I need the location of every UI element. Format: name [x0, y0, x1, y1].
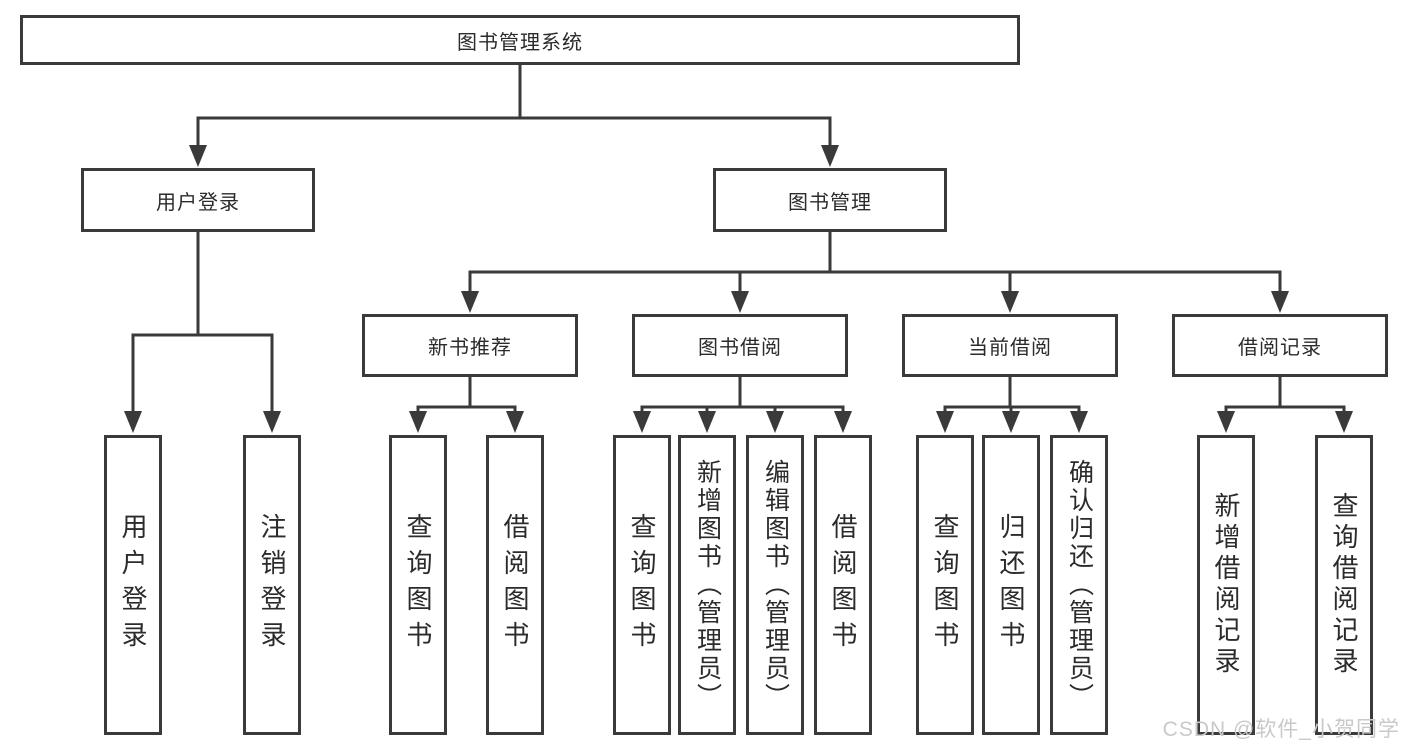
leaf-query-books-recommend: 查询图书 — [389, 435, 447, 735]
leaf-logout-label: 注销登录 — [257, 513, 287, 657]
leaf-edit-book-admin-label: 编辑图书（管理员） — [761, 459, 790, 711]
leaf-add-borrow-record-label: 新增借阅记录 — [1211, 492, 1241, 678]
leaf-return-book-label: 归还图书 — [996, 513, 1026, 657]
leaf-edit-book-admin: 编辑图书（管理员） — [746, 435, 804, 735]
leaf-logout: 注销登录 — [243, 435, 301, 735]
leaf-borrow-books-recommend-label: 借阅图书 — [500, 513, 530, 657]
node-new-book-recommend-label: 新书推荐 — [428, 337, 512, 359]
leaf-add-book-admin-label: 新增图书（管理员） — [693, 459, 722, 711]
node-current-borrowing: 当前借阅 — [902, 314, 1118, 377]
node-library-system: 图书管理系统 — [20, 15, 1020, 65]
leaf-add-book-admin: 新增图书（管理员） — [678, 435, 736, 735]
node-user-login-label: 用户登录 — [156, 191, 240, 214]
leaf-query-books-current-label: 查询图书 — [930, 513, 960, 657]
node-book-borrowing-label: 图书借阅 — [698, 337, 782, 359]
watermark: CSDN @软件_小贺同学 — [1162, 718, 1400, 741]
node-library-system-label: 图书管理系统 — [457, 31, 583, 54]
leaf-query-borrow-record-label: 查询借阅记录 — [1329, 492, 1359, 678]
node-current-borrowing-label: 当前借阅 — [968, 337, 1052, 359]
leaf-borrow-books-borrowing-label: 借阅图书 — [828, 513, 858, 657]
leaf-borrow-books-recommend: 借阅图书 — [486, 435, 544, 735]
node-book-management-label: 图书管理 — [788, 191, 872, 214]
node-new-book-recommend: 新书推荐 — [362, 314, 578, 377]
node-borrow-records-label: 借阅记录 — [1238, 337, 1322, 359]
node-user-login: 用户登录 — [81, 168, 315, 232]
node-borrow-records: 借阅记录 — [1172, 314, 1388, 377]
leaf-borrow-books-borrowing: 借阅图书 — [814, 435, 872, 735]
leaf-query-borrow-record: 查询借阅记录 — [1315, 435, 1373, 735]
leaf-query-books-borrowing-label: 查询图书 — [627, 513, 657, 657]
leaf-add-borrow-record: 新增借阅记录 — [1197, 435, 1255, 735]
leaf-confirm-return-admin: 确认归还（管理员） — [1050, 435, 1108, 735]
node-book-borrowing: 图书借阅 — [632, 314, 848, 377]
node-book-management: 图书管理 — [713, 168, 947, 232]
leaf-return-book: 归还图书 — [982, 435, 1040, 735]
leaf-user-login: 用户登录 — [104, 435, 162, 735]
leaf-query-books-recommend-label: 查询图书 — [403, 513, 433, 657]
leaf-query-books-current: 查询图书 — [916, 435, 974, 735]
leaf-query-books-borrowing: 查询图书 — [613, 435, 671, 735]
leaf-confirm-return-admin-label: 确认归还（管理员） — [1065, 459, 1094, 711]
leaf-user-login-label: 用户登录 — [118, 513, 148, 657]
